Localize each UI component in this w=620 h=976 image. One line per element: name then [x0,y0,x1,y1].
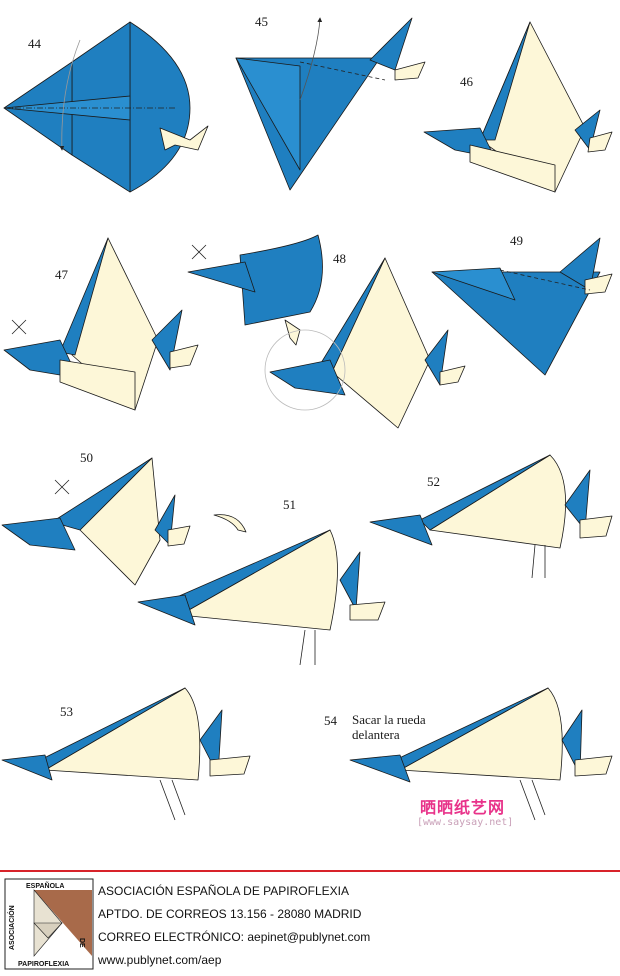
watermark-chinese: 晒晒纸艺网 [420,794,505,818]
step-number-47: 47 [55,267,68,283]
step-number-54: 54 [324,713,337,729]
step-45-figure [236,18,425,190]
step-number-52: 52 [427,474,440,490]
org-name: ASOCIACIÓN ESPAÑOLA DE PAPIROFLEXIA [98,880,370,903]
step-number-44: 44 [28,36,41,52]
footer-divider [0,870,620,872]
step-number-48: 48 [333,251,346,267]
email-link[interactable]: aepinet@publynet.com [247,930,370,944]
footer-contact: ASOCIACIÓN ESPAÑOLA DE PAPIROFLEXIA APTD… [98,880,370,972]
logo-text-de: DE [78,938,85,948]
step-49-figure [432,238,612,375]
logo-text-espanola: ESPAÑOLA [26,881,64,890]
origami-diagram [0,0,620,860]
step-52-figure [370,455,612,578]
website-link[interactable]: www.publynet.com/aep [98,949,370,972]
instruction-step-54: Sacar la rueda delantera [352,712,462,742]
step-number-49: 49 [510,233,523,249]
logo-text-asociacion: ASOCIACIÓN [7,905,16,950]
aep-logo: ESPAÑOLA ASOCIACIÓN DE PAPIROFLEXIA [4,878,94,970]
step-number-46: 46 [460,74,473,90]
email-line: CORREO ELECTRÓNICO: aepinet@publynet.com [98,926,370,949]
step-50-figure [2,458,190,585]
step-number-45: 45 [255,14,268,30]
step-number-51: 51 [283,497,296,513]
watermark-url: [www.saysay.net] [417,817,513,828]
step-number-50: 50 [80,450,93,466]
step-number-53: 53 [60,704,73,720]
email-label: CORREO ELECTRÓNICO: [98,930,244,944]
step-47-figure [4,238,198,410]
step-53-figure [2,688,250,820]
step-48-detail [188,235,323,345]
logo-text-papiroflexia: PAPIROFLEXIA [18,961,69,968]
postal-address: APTDO. DE CORREOS 13.156 - 28080 MADRID [98,903,370,926]
step-46-figure [424,22,612,192]
